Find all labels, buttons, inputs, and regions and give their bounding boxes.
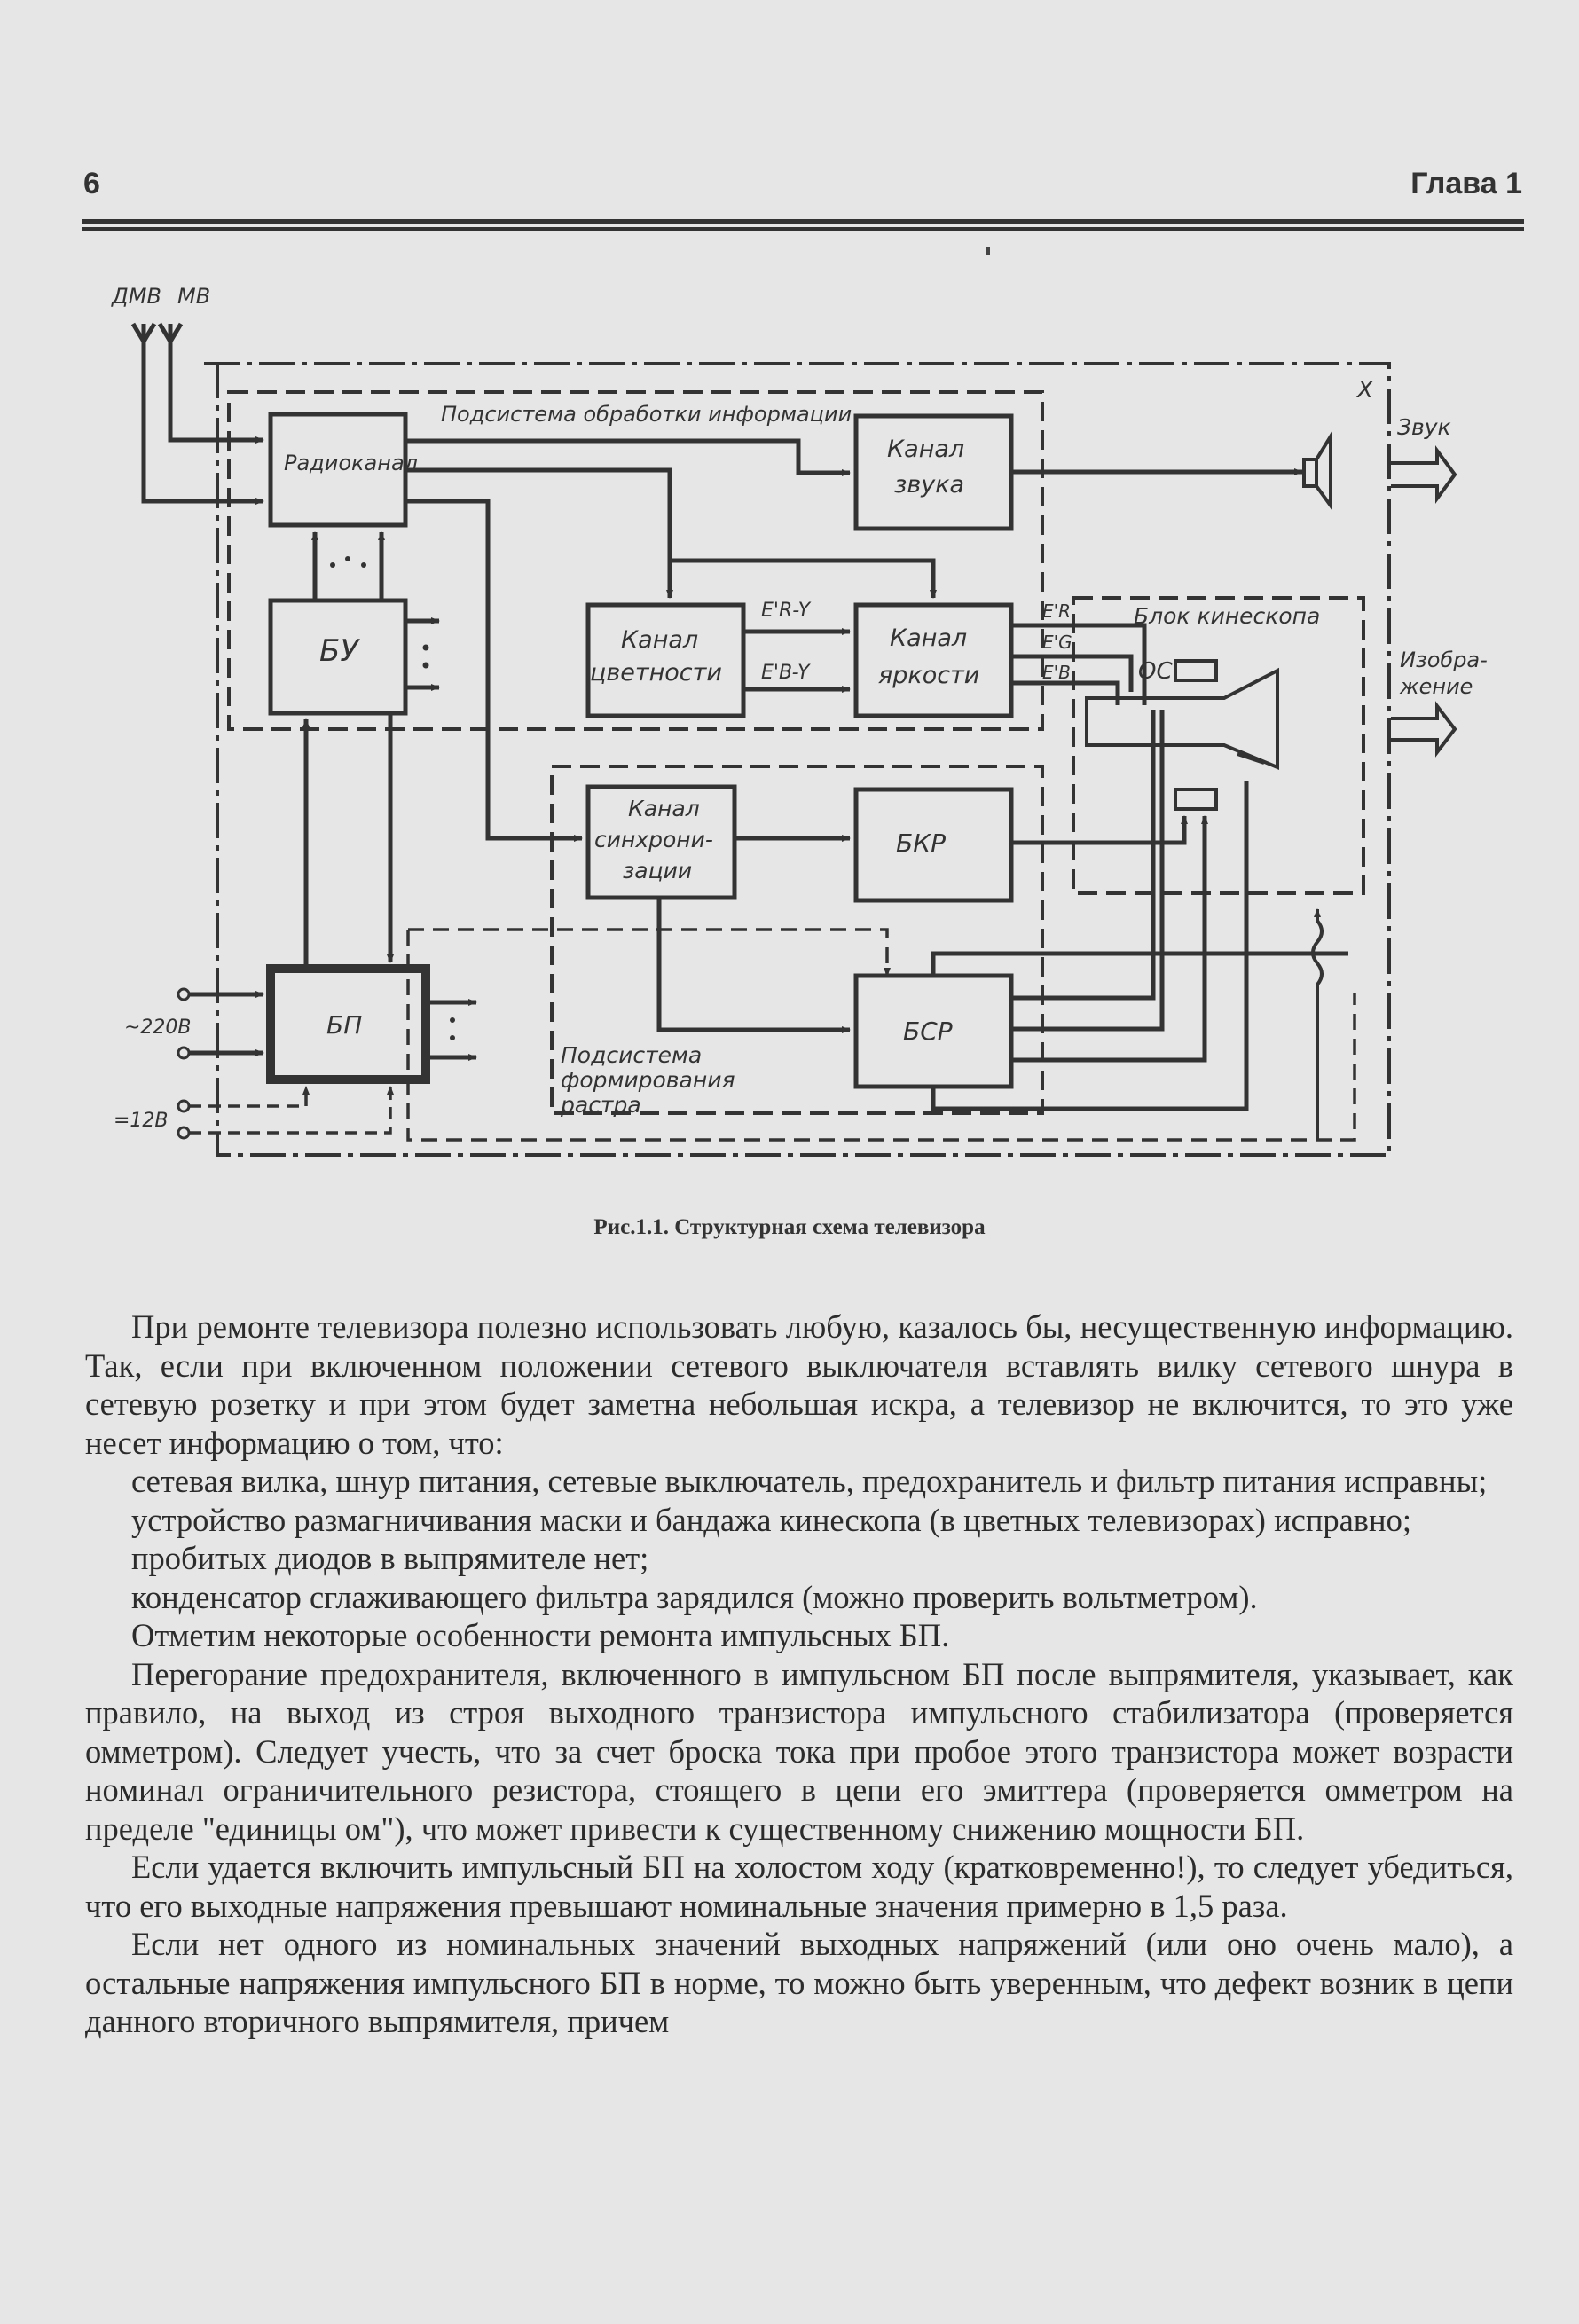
page-number: 6	[83, 167, 100, 200]
signal-eg: E'G	[1042, 632, 1072, 653]
speaker-icon	[1302, 458, 1318, 488]
sound-channel-label: звука	[894, 471, 964, 499]
power-supply-label: БП	[326, 1010, 362, 1040]
kinescope-socket-icon	[1174, 788, 1218, 811]
luma-channel-label: яркости	[878, 662, 979, 689]
luma-channel-block	[853, 602, 1014, 718]
sync-channel-label: Канал	[628, 796, 700, 821]
image-output-arrow	[1391, 701, 1457, 758]
dc-input-label: =12В	[114, 1110, 169, 1132]
list-item: устройство размагничивания маски и банда…	[131, 1501, 1411, 1538]
antenna-label-uhf: ДМВ	[111, 284, 161, 309]
header-rule-secondary	[82, 227, 1524, 231]
kinescope-icon	[1085, 667, 1279, 770]
paragraph: Перегорание предохранителя, включенного …	[85, 1655, 1513, 1847]
signal-eb: E'B	[1042, 662, 1071, 683]
kinescope-block-boundary	[1072, 596, 1365, 895]
raster-subsystem-label: Подсистема	[561, 1042, 702, 1068]
chroma-channel-block	[585, 602, 746, 718]
raster-subsystem-boundary	[550, 765, 1044, 1115]
paragraph: Если нет одного из номинальных значений …	[85, 1926, 1513, 2039]
sound-output-arrow	[1391, 444, 1457, 505]
header-rule	[82, 219, 1524, 224]
outer-system-label: X	[1355, 377, 1374, 404]
uhf-antenna	[130, 322, 263, 501]
paragraph: Если удается включить импульсный БП на х…	[85, 1849, 1513, 1924]
chroma-channel-label: Канал	[621, 626, 698, 654]
outer-boundary	[204, 362, 1391, 1157]
info-subsystem-boundary	[227, 390, 1044, 731]
sync-channel-label: синхрони-	[594, 827, 713, 852]
kinescope-block-label: Блок кинескопа	[1134, 603, 1320, 629]
antenna-label-vhf: МВ	[177, 284, 210, 309]
list-item: пробитых диодов в выпрямителе нет;	[131, 1540, 649, 1576]
paragraph: Отметим некоторые особенности ремонта им…	[131, 1617, 950, 1653]
raster-subsystem-label: формирования	[561, 1067, 735, 1093]
vhf-antenna	[157, 322, 263, 440]
sync-channel-label: зации	[623, 858, 692, 883]
list-item: сетевая вилка, шнур питания, сетевые вык…	[131, 1463, 1488, 1499]
figure-caption: Рис.1.1. Структурная схема телевизора	[593, 1215, 986, 1239]
raster-subsystem-label: растра	[560, 1092, 641, 1118]
deflection-coil-label: ОС	[1138, 658, 1173, 685]
sound-output-label: Звук	[1397, 414, 1451, 440]
luma-channel-label: Канал	[890, 624, 967, 652]
deflection-coil-icon	[1174, 659, 1218, 682]
radio-channel-label: Радиоканал	[284, 451, 418, 475]
chapter-label: Глава 1	[1410, 167, 1522, 200]
power-supply-block	[266, 964, 430, 1084]
control-unit-label: БУ	[319, 633, 360, 669]
list-item: конденсатор сглаживающего фильтра заряди…	[131, 1578, 1258, 1615]
signal-er: E'R	[1042, 601, 1071, 622]
frame-scan-label: БКР	[896, 828, 946, 858]
image-output-label: жение	[1399, 674, 1473, 699]
paragraph: При ремонте телевизора полезно использов…	[85, 1308, 1513, 1461]
body-text: При ремонте телевизора полезно использов…	[85, 1307, 1513, 2041]
info-subsystem-label: Подсистема обработки информации	[441, 402, 852, 427]
mains-input-label: ~220В	[124, 1017, 192, 1039]
signal-b-minus-y: E'B-Y	[761, 662, 811, 684]
print-speck	[986, 247, 990, 255]
signal-r-minus-y: E'R-Y	[761, 600, 812, 622]
tv-block-diagram: ДМВ МВ Подсистема обработки информации X…	[111, 284, 1488, 1157]
line-scan-label: БСР	[903, 1017, 953, 1046]
sound-channel-label: Канал	[887, 436, 964, 463]
image-output-label: Изобра-	[1400, 648, 1488, 672]
control-unit-block	[268, 598, 408, 716]
chroma-channel-label: цветности	[590, 659, 722, 687]
power-feedback-loop	[408, 928, 891, 977]
